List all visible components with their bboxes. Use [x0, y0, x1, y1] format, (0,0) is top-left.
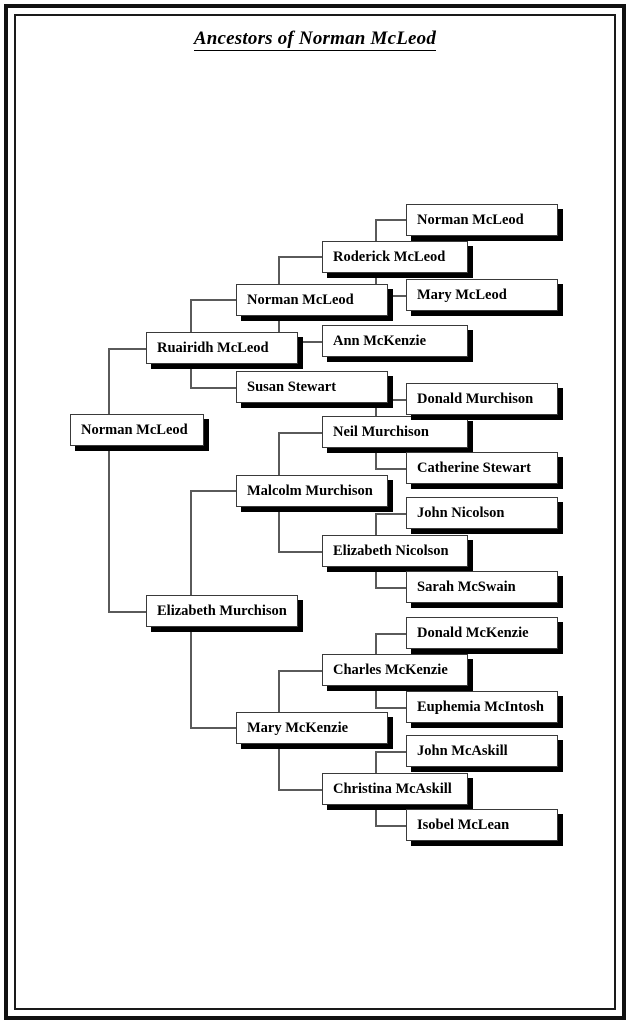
- person-node-gen4-charles[interactable]: Charles McKenzie: [322, 654, 468, 686]
- connector-ruairidh-father: [190, 299, 236, 301]
- person-name: Norman McLeod: [247, 291, 354, 308]
- connector-root-to-father: [108, 348, 146, 350]
- page-frame-inner: [14, 14, 616, 1010]
- person-name: Euphemia McIntosh: [417, 698, 544, 715]
- connector-neil-mother: [375, 468, 406, 470]
- person-node-gen5-john-mcaskill[interactable]: John McAskill: [406, 735, 558, 767]
- person-name: Christina McAskill: [333, 780, 452, 797]
- connector-christina-father: [375, 751, 406, 753]
- person-name: Isobel McLean: [417, 816, 510, 833]
- person-name: Elizabeth Murchison: [157, 602, 287, 619]
- connector-root-to-mother: [108, 611, 146, 613]
- person-node-gen5-donald-mckenzie[interactable]: Donald McKenzie: [406, 617, 558, 649]
- person-name: Susan Stewart: [247, 378, 337, 395]
- person-name: Norman McLeod: [417, 211, 524, 228]
- person-node-root[interactable]: Norman McLeod: [70, 414, 204, 446]
- person-name: Ruairidh McLeod: [157, 339, 269, 356]
- person-node-gen3-maternal-father[interactable]: Malcolm Murchison: [236, 475, 388, 507]
- person-node-gen5-norman[interactable]: Norman McLeod: [406, 204, 558, 236]
- connector-root-spine: [108, 348, 110, 612]
- person-name: Catherine Stewart: [417, 459, 531, 476]
- person-name: Donald Murchison: [417, 390, 534, 407]
- person-name: Malcolm Murchison: [247, 482, 373, 499]
- person-node-gen5-donald-murchison[interactable]: Donald Murchison: [406, 383, 558, 415]
- person-name: Ann McKenzie: [333, 332, 427, 349]
- person-name: Sarah McSwain: [417, 578, 516, 595]
- person-name: John McAskill: [417, 742, 508, 759]
- connector-elizmurch-mother: [190, 727, 236, 729]
- connector-normang3-mother: [278, 341, 322, 343]
- connector-christina-mother: [375, 825, 406, 827]
- person-name: Norman McLeod: [81, 421, 188, 438]
- page-title: Ancestors of Norman McLeod: [0, 28, 630, 51]
- person-name: Donald McKenzie: [417, 624, 529, 641]
- person-node-gen2-father[interactable]: Ruairidh McLeod: [146, 332, 298, 364]
- connector-ruairidh-mother: [190, 387, 236, 389]
- person-name: Charles McKenzie: [333, 661, 448, 678]
- person-name: Mary McKenzie: [247, 719, 349, 736]
- connector-roderick-mother: [375, 295, 406, 297]
- connector-malcolm-mother: [278, 551, 322, 553]
- person-node-gen5-sarah-mcswain[interactable]: Sarah McSwain: [406, 571, 558, 603]
- connector-eliznic-mother: [375, 587, 406, 589]
- connector-elizmurch-father: [190, 490, 236, 492]
- person-node-gen4-ann[interactable]: Ann McKenzie: [322, 325, 468, 357]
- person-node-gen4-neil[interactable]: Neil Murchison: [322, 416, 468, 448]
- person-node-gen2-mother[interactable]: Elizabeth Murchison: [146, 595, 298, 627]
- connector-normang3-father: [278, 256, 322, 258]
- person-name: Neil Murchison: [333, 423, 429, 440]
- person-node-gen5-euphemia-mcintosh[interactable]: Euphemia McIntosh: [406, 691, 558, 723]
- connector-eliznic-father: [375, 513, 406, 515]
- connector-charles-mother: [375, 707, 406, 709]
- person-name: Elizabeth Nicolson: [333, 542, 449, 559]
- person-name: Roderick McLeod: [333, 248, 446, 265]
- connector-marymck-mother: [278, 789, 322, 791]
- page-title-text: Ancestors of Norman McLeod: [193, 28, 437, 51]
- person-node-gen4-christina[interactable]: Christina McAskill: [322, 773, 468, 805]
- person-node-gen3-maternal-mother[interactable]: Mary McKenzie: [236, 712, 388, 744]
- connector-charles-father: [375, 633, 406, 635]
- person-node-gen4-elizabeth-nicolson[interactable]: Elizabeth Nicolson: [322, 535, 468, 567]
- connector-neil-father: [375, 399, 406, 401]
- person-node-gen5-john-nicolson[interactable]: John Nicolson: [406, 497, 558, 529]
- connector-marymck-father: [278, 670, 322, 672]
- person-node-gen5-isobel-mclean[interactable]: Isobel McLean: [406, 809, 558, 841]
- page-frame-outer: [4, 4, 626, 1020]
- person-name: John Nicolson: [417, 504, 505, 521]
- person-name: Mary McLeod: [417, 286, 507, 303]
- person-node-gen3-paternal-mother[interactable]: Susan Stewart: [236, 371, 388, 403]
- person-node-gen4-roderick[interactable]: Roderick McLeod: [322, 241, 468, 273]
- person-node-gen3-paternal-father[interactable]: Norman McLeod: [236, 284, 388, 316]
- connector-malcolm-father: [278, 432, 322, 434]
- person-node-gen5-mary-mcleod[interactable]: Mary McLeod: [406, 279, 558, 311]
- connector-roderick-father: [375, 219, 406, 221]
- person-node-gen5-catherine-stewart[interactable]: Catherine Stewart: [406, 452, 558, 484]
